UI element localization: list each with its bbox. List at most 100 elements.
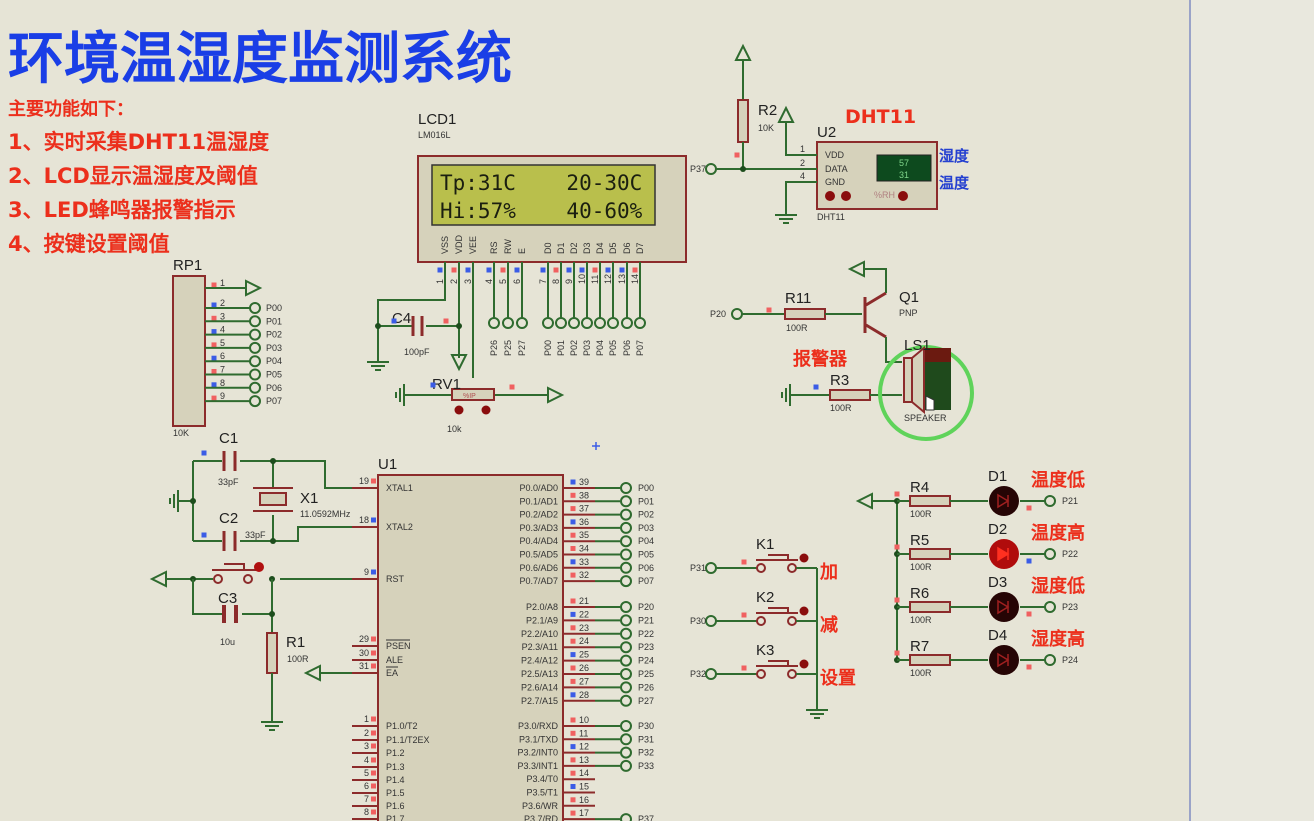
push-button-k1[interactable]: [756, 554, 798, 561]
rp1-terminal[interactable]: [249, 395, 261, 408]
key-state-indicator[interactable]: [799, 659, 809, 669]
key-state-indicator[interactable]: [799, 606, 809, 616]
mcu-terminal-p27[interactable]: [620, 694, 632, 707]
led-d1[interactable]: [989, 486, 1019, 516]
mcu-terminal-p02[interactable]: [620, 508, 632, 521]
speaker-ls1[interactable]: [903, 345, 925, 415]
mcu-terminal-p37[interactable]: [620, 813, 632, 821]
lcd-terminal-p01[interactable]: [555, 317, 567, 329]
rp1-terminal[interactable]: [249, 381, 261, 394]
mcu-terminal-p07[interactable]: [620, 575, 632, 588]
dht11-ref: U2: [817, 124, 836, 141]
lcd-terminal-p26[interactable]: [488, 317, 500, 329]
reset-button-state[interactable]: [254, 562, 264, 572]
rp1-terminal[interactable]: [249, 341, 261, 354]
capacitor-c1[interactable]: [222, 451, 237, 471]
rp1-terminal[interactable]: [249, 328, 261, 341]
mcu-terminal-p23[interactable]: [620, 641, 632, 654]
resistor-r5[interactable]: [909, 548, 951, 560]
capacitor-c4[interactable]: [411, 316, 424, 336]
rv1-increase-button[interactable]: [481, 405, 491, 415]
pin-marker: [570, 770, 576, 776]
rp1-terminal[interactable]: [249, 355, 261, 368]
key-terminal-p32[interactable]: [705, 668, 717, 680]
mcu-terminal-p24[interactable]: [620, 654, 632, 667]
led-d3[interactable]: [989, 592, 1019, 622]
mcu-terminal-p03[interactable]: [620, 521, 632, 534]
dht11-terminal-p37[interactable]: [705, 163, 717, 175]
dht11-unit: %RH: [874, 190, 895, 200]
lcd-pin-name: D6: [622, 242, 632, 254]
mcu-pin-number: 31: [359, 661, 369, 671]
lcd-terminal-p03[interactable]: [581, 317, 593, 329]
capacitor-c2[interactable]: [222, 531, 237, 551]
mcu-terminal-p26[interactable]: [620, 681, 632, 694]
mcu-terminal-p22[interactable]: [620, 627, 632, 640]
resistor-r1[interactable]: [266, 632, 278, 674]
dht11-button-mode[interactable]: [898, 191, 908, 201]
rp1-pin-number: 1: [220, 278, 225, 288]
mcu-terminal-p31[interactable]: [620, 733, 632, 746]
mcu-terminal-p04[interactable]: [620, 535, 632, 548]
mcu-8051[interactable]: U1: [377, 456, 564, 821]
pin-marker: [371, 796, 376, 802]
junction: [269, 611, 275, 617]
led-d4[interactable]: [989, 645, 1019, 675]
push-button-k2[interactable]: [756, 607, 798, 614]
mcu-terminal-p06[interactable]: [620, 561, 632, 574]
resistor-r6[interactable]: [909, 601, 951, 613]
key-state-indicator[interactable]: [799, 553, 809, 563]
resistor-r3[interactable]: [829, 389, 871, 401]
lcd-component[interactable]: LCD1 LM016L Tp:31C 20-30C Hi:57% 40-60%: [417, 111, 687, 263]
rv1-decrease-button[interactable]: [454, 405, 464, 415]
rp1-terminal[interactable]: [249, 315, 261, 328]
lcd-pin-number: 13: [617, 274, 627, 284]
lcd-terminal-p07[interactable]: [634, 317, 646, 329]
pin-marker: [570, 730, 576, 736]
mcu-terminal-p32[interactable]: [620, 746, 632, 759]
resistor-r2[interactable]: [737, 99, 749, 143]
rp1-terminal[interactable]: [249, 368, 261, 381]
lcd-terminal-p02[interactable]: [568, 317, 580, 329]
ground-icon: [395, 384, 405, 406]
resistor-r4[interactable]: [909, 495, 951, 507]
mcu-terminal-p21[interactable]: [620, 614, 632, 627]
mcu-terminal-p30[interactable]: [620, 720, 632, 732]
dht11-button-up[interactable]: [841, 191, 851, 201]
lcd-terminal-p06[interactable]: [621, 317, 633, 329]
lcd-terminal-p04[interactable]: [594, 317, 606, 329]
resistor-r11[interactable]: [784, 308, 826, 320]
rp1-terminal[interactable]: [249, 302, 261, 314]
reset-button[interactable]: [212, 563, 256, 571]
dht11-button-down[interactable]: [825, 191, 835, 201]
lcd-terminal-p27[interactable]: [516, 317, 528, 329]
lcd-terminal-label: P02: [569, 340, 579, 356]
led-terminal-p24[interactable]: [1044, 654, 1056, 666]
resistor-pack-rp1[interactable]: [172, 275, 206, 427]
led-terminal-p22[interactable]: [1044, 548, 1056, 560]
potentiometer-rv1[interactable]: [451, 388, 495, 401]
resistor-r7[interactable]: [909, 654, 951, 666]
transistor-q1[interactable]: [863, 291, 887, 339]
mcu-terminal-p33[interactable]: [620, 759, 632, 772]
crystal-x1[interactable]: [259, 492, 287, 506]
mcu-terminal-p20[interactable]: [620, 601, 632, 613]
led-terminal-p23[interactable]: [1044, 601, 1056, 613]
mcu-terminal-p05[interactable]: [620, 548, 632, 561]
key-contact: [787, 616, 797, 626]
buzzer-terminal-p20[interactable]: [731, 308, 743, 320]
key-terminal-p30[interactable]: [705, 615, 717, 627]
dht11-sensor[interactable]: DHT11 U2 57 31 %RH DHT11 湿度 温度: [816, 106, 970, 222]
mcu-terminal-p01[interactable]: [620, 495, 632, 508]
mcu-terminal-p25[interactable]: [620, 668, 632, 680]
mcu-terminal-p00[interactable]: [620, 482, 632, 494]
capacitor-c3[interactable]: [222, 605, 238, 623]
lcd-terminal-p00[interactable]: [542, 317, 554, 329]
lcd-terminal-p05[interactable]: [607, 317, 619, 329]
push-button-k3[interactable]: [756, 660, 798, 667]
led-terminal-p21[interactable]: [1044, 495, 1056, 507]
key-terminal-p31[interactable]: [705, 562, 717, 574]
feature-item: 1、实时采集DHT11温湿度: [8, 130, 269, 154]
lcd-terminal-p25[interactable]: [502, 317, 514, 329]
